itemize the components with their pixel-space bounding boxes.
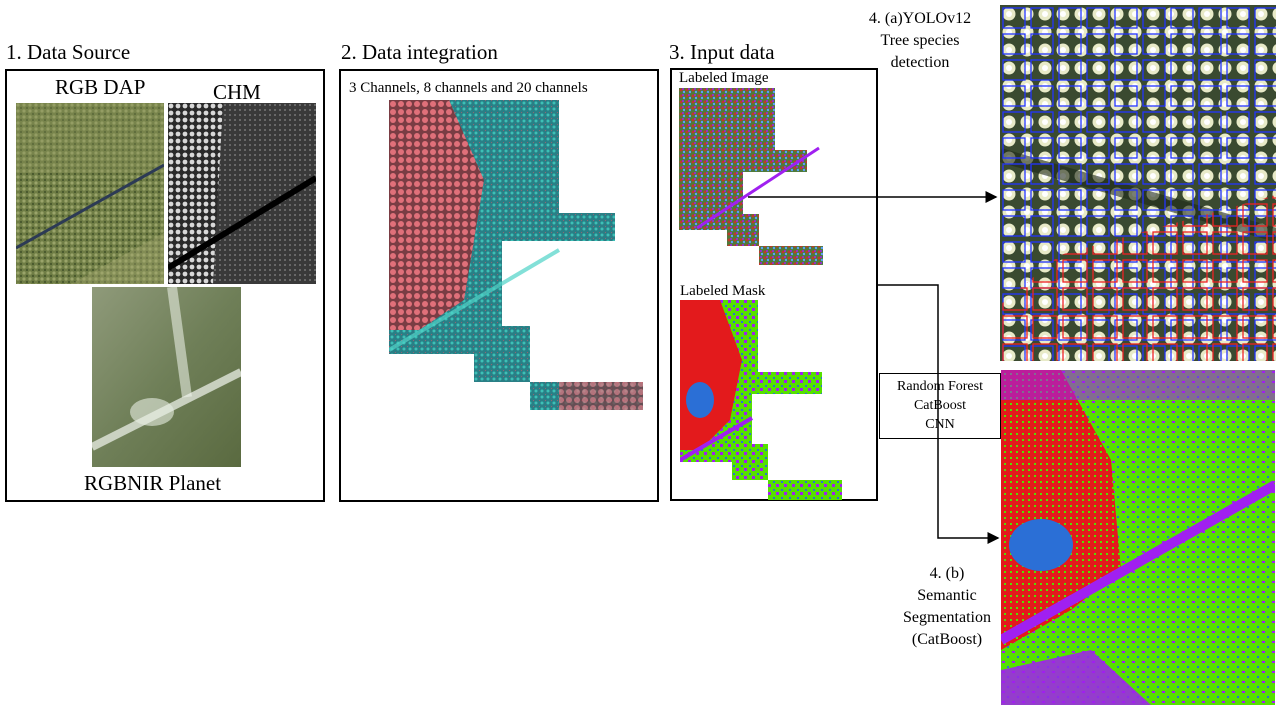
rgb-dap-image bbox=[16, 103, 164, 284]
detection-label-line-3: detection bbox=[890, 54, 950, 71]
labeled-mask bbox=[680, 300, 842, 500]
rgbnir-planet-label: RGBNIR Planet bbox=[84, 471, 222, 495]
segmentation-label: 4. (b) Semantic Segmentation (CatBoost) bbox=[888, 563, 1006, 651]
detection-label-line-1: 4. (a)YOLOv12 bbox=[868, 10, 972, 27]
chm-label: CHM bbox=[213, 80, 261, 104]
labeled-image-label: Labeled Image bbox=[679, 70, 769, 86]
segmentation-label-line-1: 4. (b) bbox=[929, 565, 965, 582]
model-random-forest: Random Forest bbox=[897, 379, 983, 394]
chm-image bbox=[168, 103, 316, 284]
integration-title: 2. Data integration bbox=[341, 40, 498, 64]
mask-to-segmentation-arrow bbox=[878, 284, 1000, 544]
model-catboost: CatBoost bbox=[913, 398, 967, 413]
data-source-title: 1. Data Source bbox=[6, 40, 131, 64]
detection-label: 4. (a)YOLOv12 Tree species detection bbox=[855, 8, 985, 74]
segmentation-label-line-4: (CatBoost) bbox=[911, 631, 983, 648]
rgbnir-planet-image bbox=[92, 287, 241, 467]
labeled-image bbox=[679, 88, 823, 265]
labeled-mask-label: Labeled Mask bbox=[680, 283, 766, 299]
rgb-dap-label: RGB DAP bbox=[55, 75, 146, 99]
models-box: Random Forest CatBoost CNN bbox=[879, 373, 1001, 439]
integration-caption: 3 Channels, 8 channels and 20 channels bbox=[349, 80, 588, 96]
segmentation-label-line-2: Semantic bbox=[917, 587, 977, 604]
detection-label-line-2: Tree species bbox=[880, 32, 960, 49]
segmentation-result-image bbox=[1001, 370, 1275, 705]
segmentation-label-line-3: Segmentation bbox=[903, 609, 991, 626]
model-cnn: CNN bbox=[925, 417, 955, 432]
detection-result-image bbox=[1000, 5, 1276, 361]
integrated-image bbox=[389, 100, 643, 410]
input-title: 3. Input data bbox=[669, 40, 775, 64]
